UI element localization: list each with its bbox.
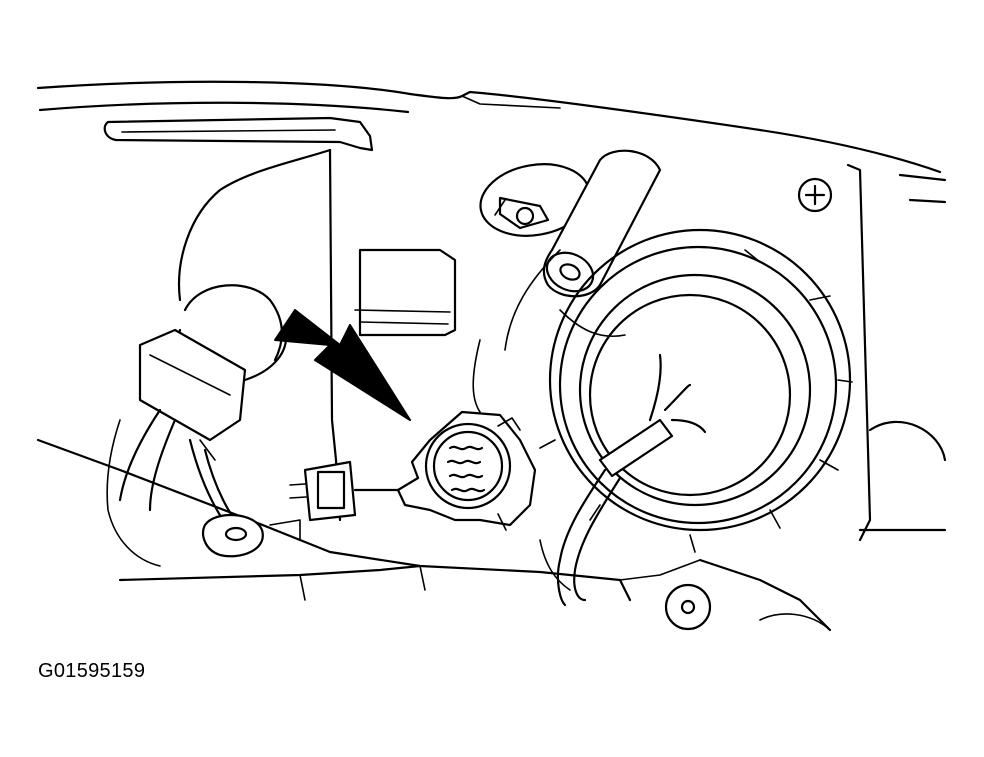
lower-housing-details xyxy=(419,249,701,591)
adjuster-boss xyxy=(479,163,591,237)
harness-grommet xyxy=(202,513,301,558)
socket-wires xyxy=(556,353,707,607)
headlamp-rear-illustration xyxy=(36,80,947,632)
housing-left-body xyxy=(36,148,632,602)
figure-code: G01595159 xyxy=(38,660,146,682)
connector-housing-block xyxy=(354,248,457,337)
mounting-hole-bottom xyxy=(664,583,712,631)
top-bracket-rail xyxy=(103,116,374,152)
screw-top-right xyxy=(797,177,833,213)
housing-top-edge xyxy=(36,80,942,174)
pointer-arrow xyxy=(274,309,411,421)
housing-right-body xyxy=(698,163,947,632)
parking-lamp-bulb-socket xyxy=(396,410,537,531)
adjuster-shaft xyxy=(542,149,662,298)
harness-connector-left xyxy=(138,328,247,461)
side-marker-connector xyxy=(289,460,422,522)
headlamp-bulb-socket xyxy=(539,228,853,553)
